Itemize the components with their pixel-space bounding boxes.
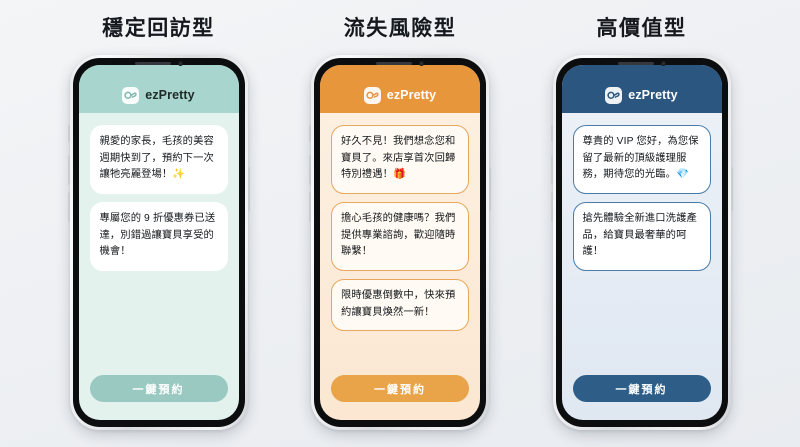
chat-message-list: 尊貴的 VIP 您好，為您保留了最新的頂級護理服務，期待您的光臨。💎 搶先體驗全… [562,113,722,375]
volume-up-button[interactable] [67,155,70,185]
phone-bezel: ezPretty 親愛的家長，毛孩的美容週期快到了，預約下一次讓牠亮麗登場！✨ … [72,58,245,427]
mute-switch[interactable] [550,125,553,142]
phone-bezel: ezPretty 尊貴的 VIP 您好，為您保留了最新的頂級護理服務，期待您的光… [555,58,728,427]
chat-bubble: 搶先體驗全新進口洗護產品，給寶貝最奢華的呵護！ [572,202,711,272]
segment-panel-churn-risk: 流失風險型 [291,18,509,430]
segment-panel-stable-returning: 穩定回訪型 [50,18,268,430]
chat-bubble: 擔心毛孩的健康嗎？我們提供專業諮詢，歡迎隨時聯繫！ [331,202,469,272]
brand-name: ezPretty [145,87,195,102]
app-screen: ezPretty 尊貴的 VIP 您好，為您保留了最新的頂級護理服務，期待您的光… [561,65,722,420]
app-header: ezPretty [320,65,480,113]
one-tap-booking-button[interactable]: 一鍵預約 [572,375,711,402]
one-tap-booking-button[interactable]: 一鍵預約 [89,375,228,402]
panel-title-high-value: 高價值型 [596,17,687,40]
phone-mockup-churn-risk: ezPretty 好久不見！我們想念您和寶貝了。來店享首次回歸特別禮遇！🎁 擔心… [309,55,491,430]
chat-bubble: 好久不見！我們想念您和寶貝了。來店享首次回歸特別禮遇！🎁 [331,125,469,195]
panel-title-churn-risk: 流失風險型 [343,17,457,40]
chat-bubble: 限時優惠倒數中，快來預約讓寶貝煥然一新！ [331,279,469,332]
ezpretty-logo-icon [605,86,623,104]
brand-name: ezPretty [628,87,678,102]
volume-down-button[interactable] [67,192,70,222]
ezpretty-logo-icon [363,86,381,104]
app-header: ezPretty [78,65,239,113]
one-tap-booking-button[interactable]: 一鍵預約 [331,375,469,402]
volume-down-button[interactable] [309,192,311,222]
volume-up-button[interactable] [550,155,553,185]
phone-mockup-stable-returning: ezPretty 親愛的家長，毛孩的美容週期快到了，預約下一次讓牠亮麗登場！✨ … [67,55,250,430]
chat-message-list: 好久不見！我們想念您和寶貝了。來店享首次回歸特別禮遇！🎁 擔心毛孩的健康嗎？我們… [320,113,480,375]
segment-panel-high-value: 高價值型 [533,18,751,430]
cta-container: 一鍵預約 [320,375,480,420]
power-button[interactable] [730,167,733,211]
app-screen: ezPretty 親愛的家長，毛孩的美容週期快到了，預約下一次讓牠亮麗登場！✨ … [78,65,239,420]
phone-bezel: ezPretty 好久不見！我們想念您和寶貝了。來店享首次回歸特別禮遇！🎁 擔心… [314,58,486,427]
cta-container: 一鍵預約 [562,375,722,420]
ezpretty-logo-icon [122,86,140,104]
chat-bubble: 親愛的家長，毛孩的美容週期快到了，預約下一次讓牠亮麗登場！✨ [89,125,228,195]
mute-switch[interactable] [67,125,70,142]
app-screen: ezPretty 好久不見！我們想念您和寶貝了。來店享首次回歸特別禮遇！🎁 擔心… [320,65,480,420]
volume-up-button[interactable] [309,155,311,185]
power-button[interactable] [489,167,491,211]
volume-down-button[interactable] [550,192,553,222]
app-header: ezPretty [561,65,722,113]
phone-mockup-high-value: ezPretty 尊貴的 VIP 您好，為您保留了最新的頂級護理服務，期待您的光… [550,55,733,430]
chat-bubble: 尊貴的 VIP 您好，為您保留了最新的頂級護理服務，期待您的光臨。💎 [572,125,711,195]
chat-bubble: 專屬您的 9 折優惠券已送達，別錯過讓寶貝享受的機會！ [89,202,228,272]
power-button[interactable] [247,167,250,211]
cta-container: 一鍵預約 [79,375,239,420]
mute-switch[interactable] [309,125,311,142]
chat-message-list: 親愛的家長，毛孩的美容週期快到了，預約下一次讓牠亮麗登場！✨ 專屬您的 9 折優… [79,113,239,375]
brand-name: ezPretty [386,87,437,102]
panel-title-stable-returning: 穩定回訪型 [102,17,215,40]
